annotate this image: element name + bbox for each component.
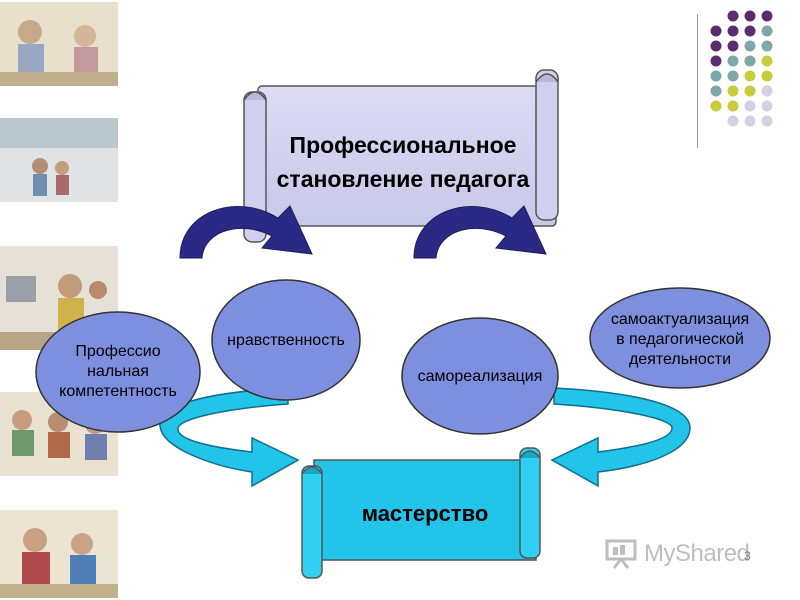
decor-dot — [710, 55, 722, 67]
decor-dot — [744, 100, 756, 112]
node-competence: Профессио нальная компетентность — [36, 332, 200, 412]
decor-dot — [744, 40, 756, 52]
flow-arrow-right-icon — [550, 387, 691, 488]
decor-dot — [761, 115, 773, 127]
title-scroll — [243, 69, 559, 243]
decor-dot — [744, 70, 756, 82]
decor-dot — [727, 25, 739, 37]
curl-arrow-left-icon — [179, 205, 313, 259]
decor-dot — [710, 40, 722, 52]
dot-grid-decoration — [710, 10, 773, 127]
oval-morality — [211, 279, 361, 401]
decor-dot — [727, 10, 739, 22]
decor-dot — [710, 85, 722, 97]
decor-dot — [710, 70, 722, 82]
decor-dot — [761, 100, 773, 112]
decor-dot — [727, 115, 739, 127]
decor-dot — [710, 25, 722, 37]
curl-arrow-right-icon — [413, 205, 547, 259]
decor-dot — [744, 55, 756, 67]
decor-dot — [761, 70, 773, 82]
oval-competence — [35, 311, 201, 433]
presentation-board-icon — [605, 539, 637, 569]
node-morality: нравственность — [227, 332, 345, 349]
title-line-2: становление педагога — [276, 166, 530, 192]
node-self-realization: самореализация — [417, 368, 543, 385]
decor-dot — [727, 100, 739, 112]
title-line-1: Профессиональное — [289, 131, 517, 158]
decor-dot — [727, 85, 739, 97]
divider-line — [697, 14, 698, 148]
page-number: 3 — [744, 549, 751, 563]
decor-dot — [744, 25, 756, 37]
photo-strip — [0, 0, 118, 600]
diagram-title: Профессиональное становление педагога — [250, 112, 556, 212]
decor-dot — [727, 40, 739, 52]
decor-dot — [761, 40, 773, 52]
node-mastery: мастерство — [361, 501, 489, 527]
node-self-actualization-line-1: самоактуализация — [610, 311, 750, 328]
decor-dot — [727, 70, 739, 82]
classroom-photo-5 — [0, 510, 118, 598]
decor-dot — [744, 85, 756, 97]
classroom-photo-2 — [0, 118, 118, 202]
oval-self-actualization — [589, 287, 771, 389]
mastery-scroll — [301, 447, 541, 579]
decor-dot — [727, 55, 739, 67]
decor-dot — [761, 10, 773, 22]
oval-self-realization — [401, 317, 559, 435]
decor-dot — [761, 55, 773, 67]
node-competence-line-1: Профессио — [75, 343, 161, 360]
decor-dot — [761, 85, 773, 97]
node-competence-line-2: нальная — [87, 363, 149, 380]
logo-text: MyShared — [644, 540, 750, 567]
node-self-actualization-line-3: деятельности — [628, 351, 732, 368]
node-competence-line-3: компетентность — [59, 383, 177, 400]
myshared-logo: MyShared — [604, 534, 764, 574]
decor-dot — [710, 100, 722, 112]
decor-dot — [744, 115, 756, 127]
decor-dot — [761, 25, 773, 37]
node-self-actualization: самоактуализация в педагогической деятел… — [592, 304, 768, 376]
node-self-actualization-line-2: в педагогической — [616, 331, 744, 348]
decor-dot — [744, 10, 756, 22]
classroom-photo-1 — [0, 2, 118, 86]
